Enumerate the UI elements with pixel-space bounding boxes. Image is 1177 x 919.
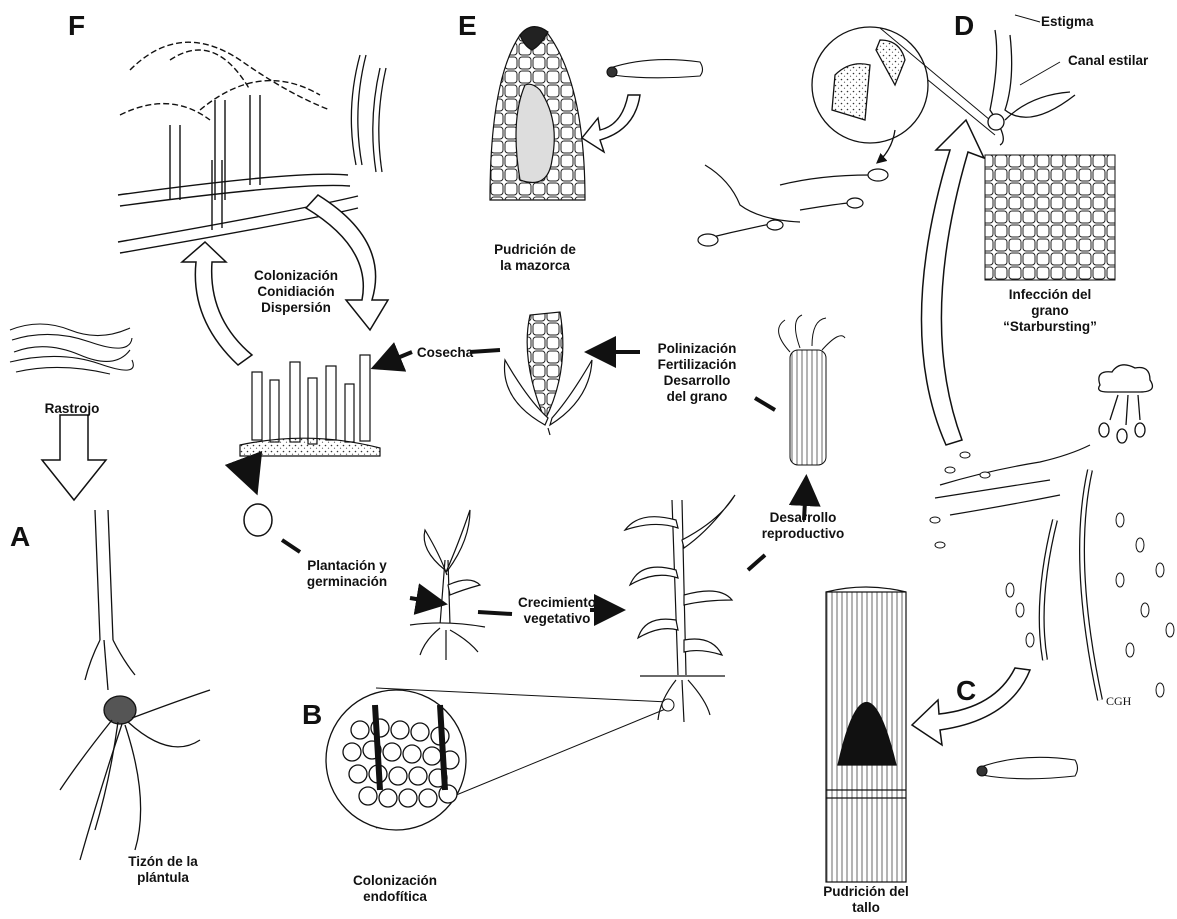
panel-letter-a: A <box>10 521 30 553</box>
seedling-blight <box>60 510 210 860</box>
label-pudricion-mazorca: Pudrición de la mazorca <box>480 242 590 274</box>
spore-dispersal <box>935 445 1100 700</box>
seed <box>244 504 272 536</box>
panel-letter-e: E <box>458 10 477 42</box>
endophytic-cells <box>326 690 466 830</box>
panel-letter-f: F <box>68 10 85 42</box>
stalk-rot <box>826 587 906 882</box>
hyphae-network <box>118 42 358 253</box>
panel-letter-d: D <box>954 10 974 42</box>
label-infeccion-grano: Infección del grano “Starbursting” <box>990 287 1110 335</box>
larva-e <box>607 60 703 78</box>
germinating-conidia <box>698 165 888 246</box>
panel-letter-b: B <box>302 699 322 731</box>
label-colonizacion-endofitica: Colonización endofítica <box>340 873 450 905</box>
label-tizon: Tizón de la plántula <box>108 854 218 886</box>
label-desarrollo-reproductivo: Desarrollo reproductivo <box>748 510 858 542</box>
label-cosecha: Cosecha <box>404 345 486 361</box>
panel-letter-c: C <box>956 675 976 707</box>
ear-rot <box>490 27 585 200</box>
starburst-kernels <box>985 155 1115 280</box>
silk-ear <box>779 315 845 465</box>
label-polinizacion: Polinización Fertilización Desarrollo de… <box>638 341 756 405</box>
husked-ear <box>505 312 593 435</box>
label-plantacion: Plantación y germinación <box>292 558 402 590</box>
macroconidia-f <box>351 55 386 172</box>
arrow-up-right <box>921 120 984 445</box>
young-seedling <box>410 510 485 660</box>
label-pudricion-tallo: Pudrición del tallo <box>808 884 924 916</box>
label-estigma: Estigma <box>1041 14 1094 30</box>
rain-cloud <box>1099 365 1153 443</box>
arrow-rastrojo-down <box>42 415 106 500</box>
artist-signature: CGH <box>1106 694 1132 708</box>
harvested-stubble <box>240 355 380 456</box>
label-rastrojo: Rastrojo <box>30 401 114 417</box>
label-colonizacion: Colonización Conidiación Dispersión <box>236 268 356 316</box>
larva-c <box>977 757 1078 778</box>
label-canal-estilar: Canal estilar <box>1068 53 1148 69</box>
mature-plant <box>625 495 735 722</box>
arrow-larva-ear <box>582 95 640 152</box>
rastrojo-residue <box>10 324 133 374</box>
microconidia <box>930 452 1174 697</box>
label-crecimiento: Crecimiento vegetativo <box>502 595 612 627</box>
stigma-detail <box>812 15 1075 145</box>
